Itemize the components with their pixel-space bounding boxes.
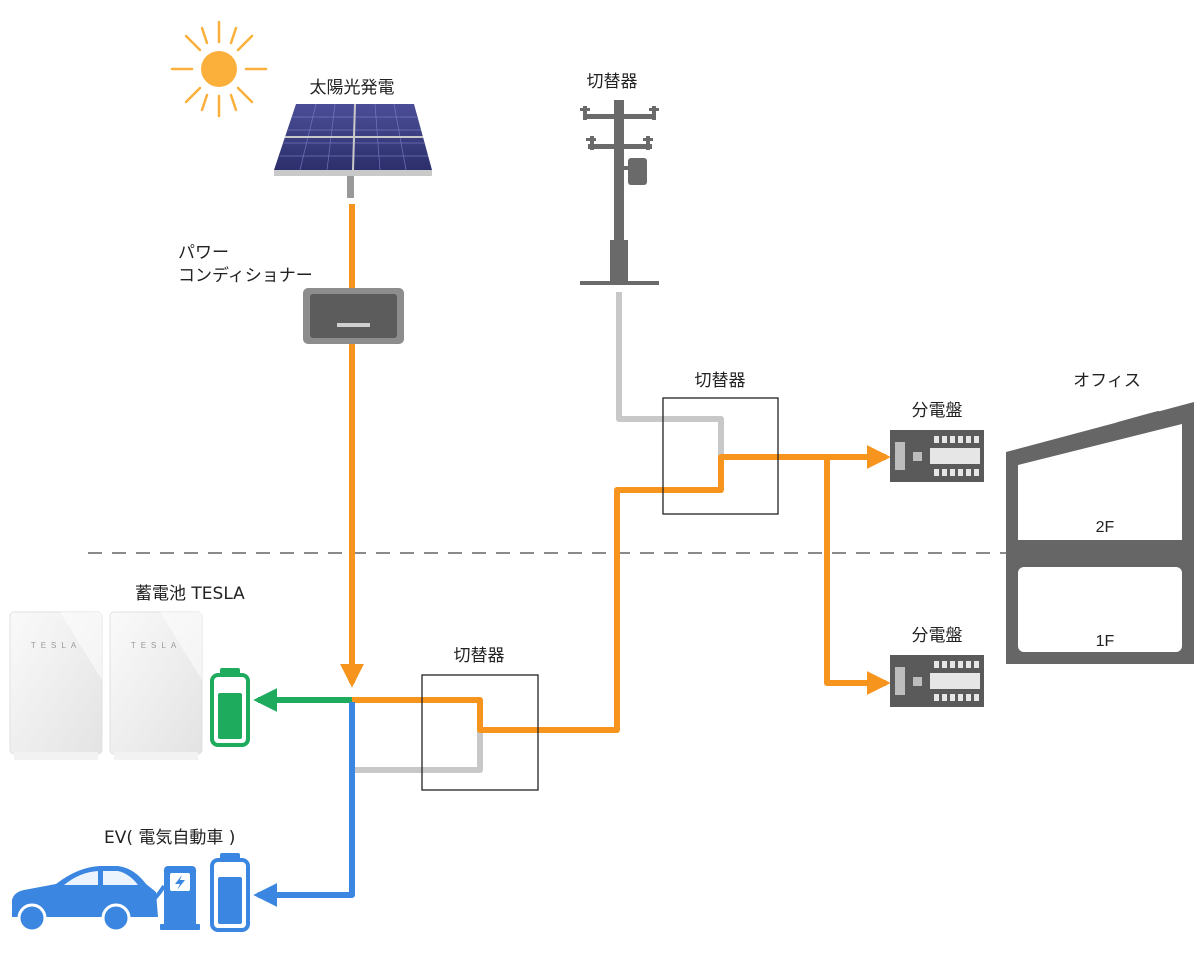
svg-text:TESLA: TESLA: [31, 641, 81, 650]
ev-flow-arrow: [253, 702, 355, 907]
solar-flow-lines: [340, 204, 891, 733]
charge-cable: [148, 884, 166, 905]
distribution-panel-icon: [890, 655, 984, 707]
distribution-panel-icon: [890, 430, 984, 482]
pcs-label-line1: パワー: [178, 243, 229, 263]
battery-label: 蓄電池 TESLA: [135, 584, 245, 604]
charger-icon: [160, 866, 200, 930]
tesla-powerwall-icon: TESLA: [109, 611, 203, 760]
pole-switch-label: 切替器: [587, 72, 638, 92]
switch-box-lower: [421, 674, 539, 791]
ev-label: EV( 電気自動車 ): [104, 828, 235, 848]
battery-icon: [210, 853, 250, 932]
panel-lower-label: 分電盤: [912, 626, 963, 646]
solar-label: 太陽光発電: [310, 78, 395, 98]
solar-panel-icon: [274, 103, 432, 198]
office-label: オフィス: [1073, 371, 1141, 391]
panel-upper-label: 分電盤: [912, 401, 963, 421]
battery-icon: [210, 668, 250, 747]
tesla-powerwall-icon: TESLA: [9, 611, 103, 760]
grid-lines: [352, 292, 724, 773]
to-panel-lower-arrow: [824, 457, 891, 695]
pcs-label-line2: コンディショナー: [178, 265, 313, 286]
floor-2f-label: 2F: [1096, 519, 1115, 536]
switch-box-upper: [662, 397, 779, 515]
grid-line-lower: [352, 730, 483, 773]
power-conditioner-icon: [303, 288, 404, 344]
ev-car-icon: [12, 866, 158, 933]
junction-to-switch-line: [352, 454, 827, 733]
grid-line-upper: [616, 292, 724, 457]
svg-text:TESLA: TESLA: [131, 641, 181, 650]
switch-upper-label: 切替器: [695, 371, 746, 391]
utility-pole-icon: [580, 100, 659, 285]
sun-icon: [170, 20, 268, 118]
switch-lower-label: 切替器: [454, 646, 505, 666]
office-building-icon: [1006, 402, 1194, 664]
floor-1f-label: 1F: [1096, 633, 1115, 650]
